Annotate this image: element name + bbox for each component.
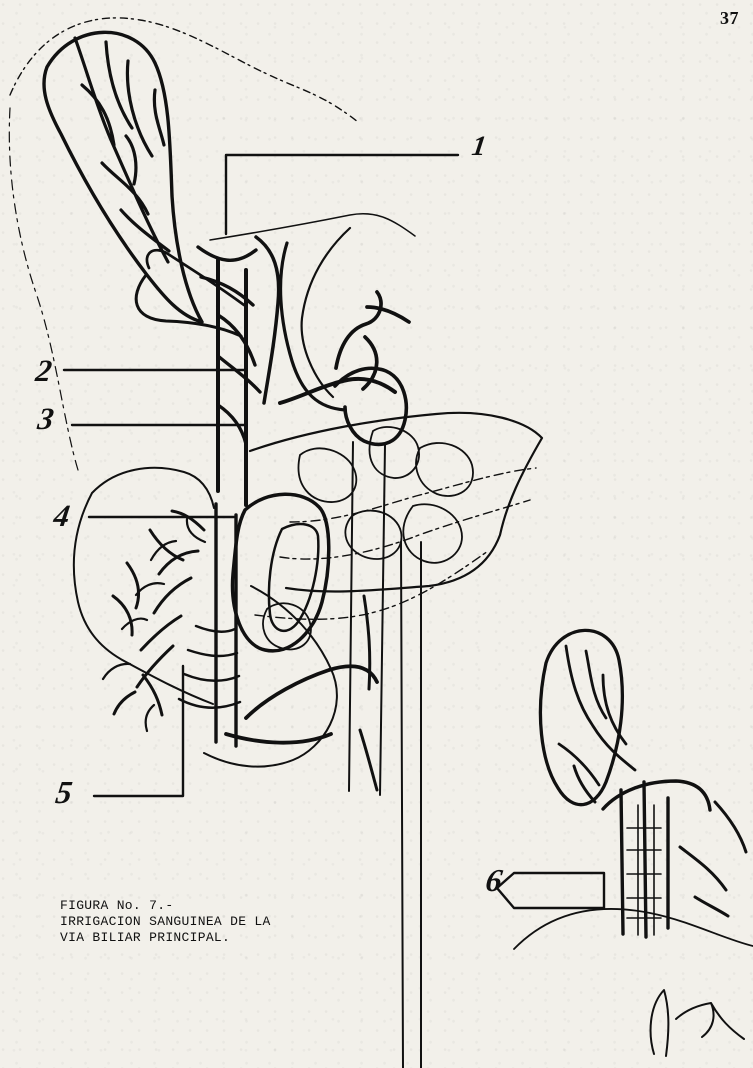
pancreatic-lines (255, 468, 536, 619)
callout-arrow-6 (497, 873, 604, 908)
figure-caption-line-3: VIA BILIAR PRINCIPAL. (60, 930, 340, 946)
callout-line-1 (226, 155, 458, 234)
lower-duct (216, 504, 236, 746)
figure-caption-line-2: IRRIGACION SANGUINEA DE LA (60, 914, 340, 930)
lower-duct-crossings (179, 626, 240, 708)
duodenum-cut (233, 494, 329, 651)
pancreaticoduodenal-arcade (226, 666, 377, 742)
figure-caption-line-1: FIGURA No. 7.- (60, 898, 340, 914)
signature (651, 990, 744, 1056)
duodenal-branches (113, 511, 204, 715)
figure-caption: FIGURA No. 7.- IRRIGACION SANGUINEA DE L… (60, 898, 340, 946)
hepatic-artery-left (256, 237, 279, 403)
duodenum-lumen (269, 524, 318, 631)
gallbladder-outline (44, 32, 202, 322)
hepatic-right-outline (302, 228, 350, 397)
lower-right-organ (514, 909, 753, 949)
portal-vein-and-vessel (349, 442, 421, 1068)
hepatic-upper-outline (210, 214, 415, 240)
duct-branches (198, 247, 260, 444)
vessel-shading (360, 596, 377, 790)
small-duct-branches (574, 766, 746, 916)
gallbladder-vessels (75, 38, 169, 262)
right-branch (147, 250, 244, 305)
liver-outline (10, 18, 358, 122)
duodenal-wall (74, 468, 214, 704)
small-gallbladder-vessels (559, 646, 635, 785)
